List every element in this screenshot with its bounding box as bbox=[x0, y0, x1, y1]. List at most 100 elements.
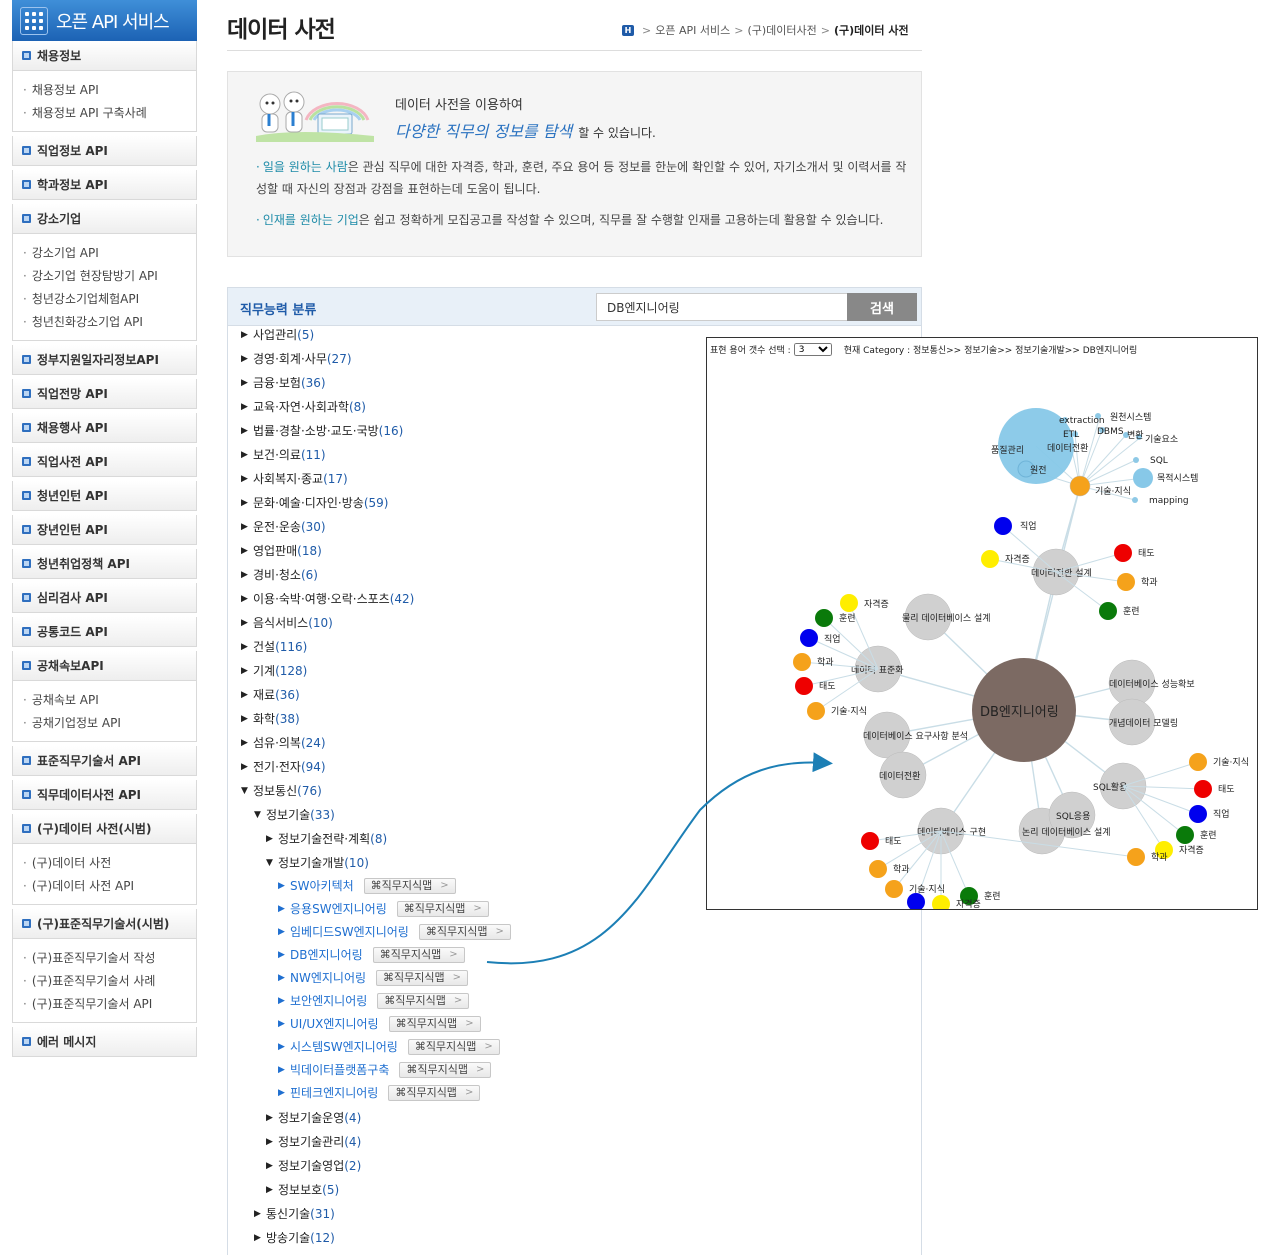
tree-node[interactable]: ▶보건·의료(11) bbox=[241, 446, 326, 463]
sidebar-item[interactable]: 강소기업 bbox=[12, 204, 197, 234]
knowledge-map-button[interactable]: ⌘직무지식맵> bbox=[388, 1015, 481, 1032]
tree-node[interactable]: ▶정보기술관리(4) bbox=[266, 1133, 361, 1150]
knowledge-map-button[interactable]: ⌘직무지식맵> bbox=[377, 992, 470, 1009]
graph-node-hub[interactable] bbox=[972, 658, 1076, 762]
tree-node[interactable]: ▶DB엔지니어링⌘직무지식맵> bbox=[278, 946, 465, 963]
tree-node[interactable]: ▼정보기술(33) bbox=[254, 806, 335, 823]
graph-node-mid[interactable] bbox=[863, 711, 911, 759]
sidebar-subitem[interactable]: (구)표준직무기술서 API bbox=[23, 993, 196, 1016]
tree-node[interactable]: ▶정보기술운영(4) bbox=[266, 1109, 361, 1126]
sidebar-subitem[interactable]: 공채속보 API bbox=[23, 689, 196, 712]
graph-node-leaf[interactable] bbox=[1127, 848, 1145, 866]
tree-node[interactable]: ▶건설(116) bbox=[241, 638, 307, 655]
knowledge-map-button[interactable]: ⌘직무지식맵> bbox=[376, 969, 469, 986]
graph-node-leaf[interactable] bbox=[795, 677, 813, 695]
tree-node[interactable]: ▶영업판매(18) bbox=[241, 542, 322, 559]
tree-node[interactable]: ▶기계(128) bbox=[241, 662, 307, 679]
term-count-select[interactable]: 3 bbox=[793, 343, 832, 356]
graph-node-leaf[interactable] bbox=[861, 832, 879, 850]
sidebar-item[interactable]: 직무데이터사전 API bbox=[12, 780, 197, 810]
graph-node-leaf[interactable] bbox=[1114, 544, 1132, 562]
sidebar-subitem[interactable]: 강소기업 현장탐방기 API bbox=[23, 265, 196, 288]
breadcrumb-item-2[interactable]: (구)데이터사전 bbox=[747, 24, 817, 37]
knowledge-map-button[interactable]: ⌘직무지식맵> bbox=[418, 923, 511, 940]
tree-node[interactable]: ▶이용·숙박·여행·오락·스포츠(42) bbox=[241, 590, 414, 607]
knowledge-map-button[interactable]: ⌘직무지식맵> bbox=[396, 900, 489, 917]
tree-node[interactable]: ▶빅데이터플랫폼구축⌘직무지식맵> bbox=[278, 1061, 492, 1078]
sidebar-item[interactable]: 학과정보 API bbox=[12, 170, 197, 200]
sidebar-subitem[interactable]: 공채기업정보 API bbox=[23, 712, 196, 735]
tree-node[interactable]: ▼정보기술개발(10) bbox=[266, 854, 369, 871]
graph-node-term[interactable] bbox=[1095, 413, 1101, 419]
sidebar-item[interactable]: 공통코드 API bbox=[12, 617, 197, 647]
search-button[interactable]: 검색 bbox=[847, 293, 917, 321]
tree-node[interactable]: ▶경영·회계·사무(27) bbox=[241, 350, 352, 367]
graph-node-mid[interactable] bbox=[1108, 698, 1156, 746]
graph-node-leaf[interactable] bbox=[885, 880, 903, 898]
tree-node[interactable]: ▶정보보호(5) bbox=[266, 1181, 339, 1198]
tree-node[interactable]: ▶경비·청소(6) bbox=[241, 566, 318, 583]
tree-node[interactable]: ▶법률·경찰·소방·교도·국방(16) bbox=[241, 422, 403, 439]
tree-node[interactable]: ▶사회복지·종교(17) bbox=[241, 470, 348, 487]
graph-node-leaf[interactable] bbox=[960, 887, 978, 905]
graph-node-leaf[interactable] bbox=[994, 517, 1012, 535]
tree-node[interactable]: ▶정보기술영업(2) bbox=[266, 1157, 361, 1174]
sidebar-subitem[interactable]: (구)데이터 사전 bbox=[23, 852, 196, 875]
graph-node-leaf[interactable] bbox=[981, 550, 999, 568]
graph-node-term[interactable] bbox=[1062, 417, 1068, 423]
sidebar-item[interactable]: 공채속보API bbox=[12, 651, 197, 681]
graph-node-leaf[interactable] bbox=[840, 594, 858, 612]
tree-node[interactable]: ▶교육·자연·사회과학(8) bbox=[241, 398, 366, 415]
knowledge-map-button[interactable]: ⌘직무지식맵> bbox=[363, 877, 456, 894]
sidebar-subitem[interactable]: (구)표준직무기술서 사례 bbox=[23, 970, 196, 993]
sidebar-item[interactable]: (구)표준직무기술서(시범) bbox=[12, 909, 197, 939]
graph-node-leaf[interactable] bbox=[800, 629, 818, 647]
sidebar-subitem[interactable]: (구)표준직무기술서 작성 bbox=[23, 947, 196, 970]
graph-node-big[interactable] bbox=[998, 408, 1074, 484]
sidebar-subitem[interactable]: 채용정보 API bbox=[23, 79, 196, 102]
sidebar-item[interactable]: 직업사전 API bbox=[12, 447, 197, 477]
sidebar-item[interactable]: 심리검사 API bbox=[12, 583, 197, 613]
graph-node-term[interactable] bbox=[1133, 468, 1153, 488]
graph-node-leaf[interactable] bbox=[1117, 573, 1135, 591]
sidebar-subitem[interactable]: (구)데이터 사전 API bbox=[23, 875, 196, 898]
tree-node[interactable]: ▶SW아키텍처⌘직무지식맵> bbox=[278, 877, 456, 894]
tree-node[interactable]: ▶전기·전자(94) bbox=[241, 758, 326, 775]
tree-node[interactable]: ▶핀테크엔지니어링⌘직무지식맵> bbox=[278, 1084, 481, 1101]
tree-node[interactable]: ▶음식서비스(10) bbox=[241, 614, 333, 631]
knowledge-map-button[interactable]: ⌘직무지식맵> bbox=[388, 1084, 481, 1101]
sidebar-item[interactable]: 장년인턴 API bbox=[12, 515, 197, 545]
sidebar-item[interactable]: 표준직무기술서 API bbox=[12, 746, 197, 776]
tree-node[interactable]: ▶시스템SW엔지니어링⌘직무지식맵> bbox=[278, 1038, 500, 1055]
knowledge-map-button[interactable]: ⌘직무지식맵> bbox=[407, 1038, 500, 1055]
tree-node[interactable]: ▶방송기술(12) bbox=[254, 1229, 335, 1246]
sidebar-item[interactable]: 직업정보 API bbox=[12, 136, 197, 166]
graph-node-leaf[interactable] bbox=[1176, 826, 1194, 844]
knowledge-map-button[interactable]: ⌘직무지식맵> bbox=[399, 1061, 492, 1078]
graph-node-term[interactable] bbox=[1123, 432, 1129, 438]
sidebar-item[interactable]: 채용정보 bbox=[12, 41, 197, 71]
sidebar-header[interactable]: 오픈 API 서비스 bbox=[12, 0, 197, 41]
sidebar-item[interactable]: 직업전망 API bbox=[12, 379, 197, 409]
tree-node[interactable]: ▶통신기술(31) bbox=[254, 1205, 335, 1222]
graph-node-leaf[interactable] bbox=[1099, 602, 1117, 620]
graph-node-leaf[interactable] bbox=[793, 653, 811, 671]
tree-node[interactable]: ▶섬유·의복(24) bbox=[241, 734, 326, 751]
home-icon[interactable]: H bbox=[622, 24, 634, 36]
tree-node[interactable]: ▶운전·운송(30) bbox=[241, 518, 326, 535]
tree-node[interactable]: ▶정보기술전략·계획(8) bbox=[266, 830, 387, 847]
graph-node-term[interactable] bbox=[1133, 457, 1139, 463]
graph-node-mid[interactable] bbox=[1048, 791, 1096, 839]
sidebar-item[interactable]: 에러 메시지 bbox=[12, 1027, 197, 1057]
graph-node-leaf[interactable] bbox=[932, 895, 950, 910]
graph-node-leaf[interactable] bbox=[907, 893, 925, 910]
knowledge-map-button[interactable]: ⌘직무지식맵> bbox=[372, 946, 465, 963]
graph-node-leaf[interactable] bbox=[1194, 780, 1212, 798]
tree-node[interactable]: ▶응용SW엔지니어링⌘직무지식맵> bbox=[278, 900, 489, 917]
graph-node-mid[interactable] bbox=[904, 593, 952, 641]
tree-node[interactable]: ▶UI/UX엔지니어링⌘직무지식맵> bbox=[278, 1015, 481, 1032]
graph-node-term[interactable] bbox=[1017, 460, 1035, 478]
tree-node[interactable]: ▶사업관리(5) bbox=[241, 326, 314, 343]
sidebar-subitem[interactable]: 청년친화강소기업 API bbox=[23, 311, 196, 334]
